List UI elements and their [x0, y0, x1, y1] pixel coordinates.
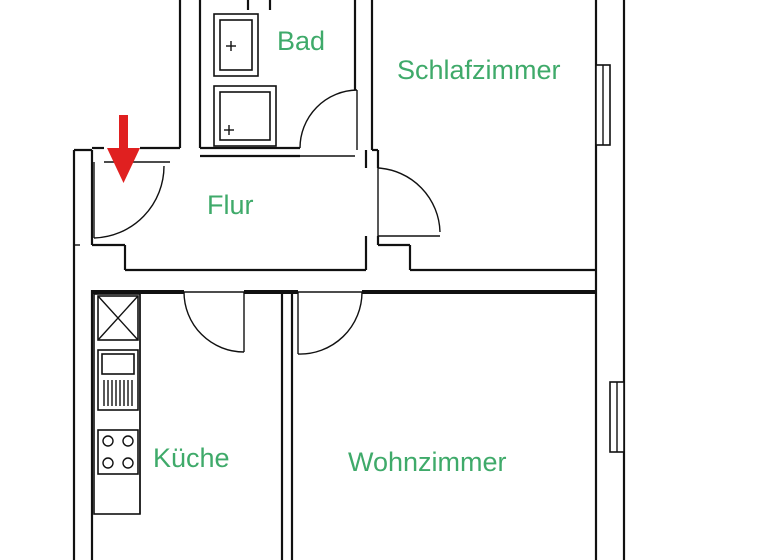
- room-label-kueche: Küche: [153, 443, 230, 473]
- schlafzimmer-door: [377, 167, 441, 237]
- wohnzimmer-door: [297, 291, 363, 355]
- bad-door: [299, 89, 358, 157]
- sink-fixture: [213, 13, 259, 77]
- down-arrow-icon: [107, 115, 140, 183]
- flur-walls: [92, 135, 596, 294]
- entrance-door: [93, 161, 170, 239]
- kitchen-sink: [97, 349, 139, 411]
- window-wohnzimmer: [609, 381, 625, 453]
- room-label-flur: Flur: [207, 190, 254, 220]
- shower-fixture: [213, 85, 277, 147]
- outer-walls: [72, 0, 626, 560]
- stove: [97, 429, 139, 475]
- bad-walls: [178, 0, 374, 158]
- room-label-bad: Bad: [277, 26, 325, 56]
- window-schlafzimmer: [595, 64, 611, 146]
- room-label-schlafzimmer: Schlafzimmer: [397, 55, 561, 85]
- room-label-wohnzimmer: Wohnzimmer: [348, 447, 507, 477]
- kueche-door: [183, 291, 245, 353]
- kitchen-cabinet: [97, 295, 139, 341]
- schlafzimmer-walls: [364, 148, 596, 272]
- kitchen-living-walls: [280, 292, 294, 560]
